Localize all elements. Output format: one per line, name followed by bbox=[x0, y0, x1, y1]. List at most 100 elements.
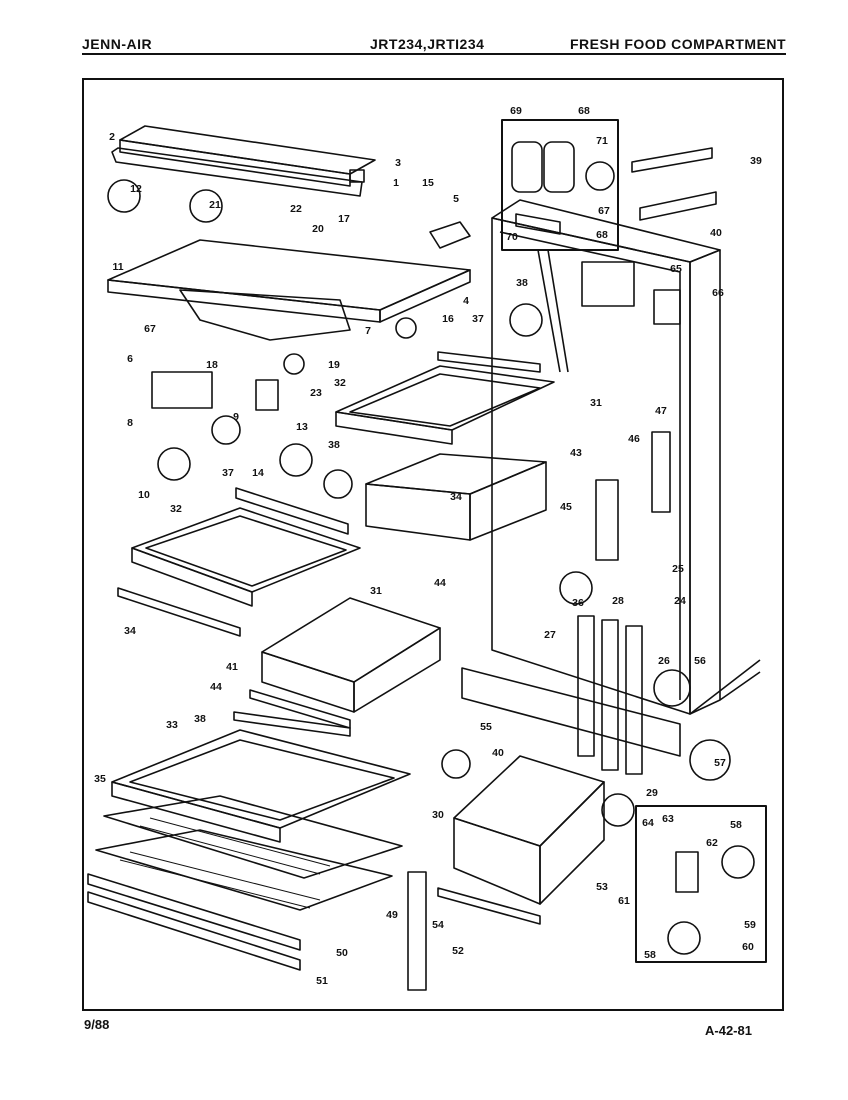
callout-16: 16 bbox=[442, 313, 454, 325]
callout-53: 53 bbox=[596, 881, 608, 893]
callout-7: 7 bbox=[365, 325, 371, 337]
callout-39: 39 bbox=[750, 155, 762, 167]
callout-44a: 44 bbox=[434, 577, 446, 589]
callout-29: 29 bbox=[646, 787, 658, 799]
callout-4: 4 bbox=[463, 295, 469, 307]
diagram-frame bbox=[82, 78, 784, 1011]
callout-25: 25 bbox=[672, 563, 684, 575]
callout-9: 9 bbox=[233, 411, 239, 423]
callout-40b: 40 bbox=[492, 747, 504, 759]
callout-70: 70 bbox=[506, 231, 518, 243]
callout-3: 3 bbox=[395, 157, 401, 169]
callout-40a: 40 bbox=[710, 227, 722, 239]
callout-34b: 34 bbox=[124, 625, 136, 637]
callout-63: 63 bbox=[662, 813, 674, 825]
callout-38c: 38 bbox=[194, 713, 206, 725]
control-housing bbox=[107, 239, 471, 341]
section-title: FRESH FOOD COMPARTMENT bbox=[570, 36, 787, 52]
callout-71: 71 bbox=[596, 135, 608, 147]
callout-31a: 31 bbox=[590, 397, 602, 409]
callout-68b: 68 bbox=[596, 229, 608, 241]
callout-12: 12 bbox=[130, 183, 142, 195]
callout-22: 22 bbox=[290, 203, 302, 215]
base-grille bbox=[461, 667, 681, 757]
callout-68a: 68 bbox=[578, 105, 590, 117]
callout-52: 52 bbox=[452, 945, 464, 957]
callout-38b: 38 bbox=[516, 277, 528, 289]
callout-18: 18 bbox=[206, 359, 218, 371]
callout-31b: 31 bbox=[370, 585, 382, 597]
callout-46: 46 bbox=[628, 433, 640, 445]
callout-41: 41 bbox=[226, 661, 238, 673]
callout-50: 50 bbox=[336, 947, 348, 959]
callout-65: 65 bbox=[670, 263, 682, 275]
callout-69: 69 bbox=[510, 105, 522, 117]
callout-57: 57 bbox=[714, 757, 726, 769]
callout-45: 45 bbox=[560, 501, 572, 513]
callout-5: 5 bbox=[453, 193, 459, 205]
callout-64: 64 bbox=[642, 817, 654, 829]
callout-59: 59 bbox=[744, 919, 756, 931]
upper-shelf bbox=[335, 351, 555, 445]
callout-21: 21 bbox=[209, 199, 221, 211]
callout-32a: 32 bbox=[334, 377, 346, 389]
callout-26: 26 bbox=[658, 655, 670, 667]
bracket-detail bbox=[511, 141, 615, 235]
callout-35: 35 bbox=[94, 773, 106, 785]
callout-60: 60 bbox=[742, 941, 754, 953]
callout-62: 62 bbox=[706, 837, 718, 849]
callout-28: 28 bbox=[612, 595, 624, 607]
callout-13: 13 bbox=[296, 421, 308, 433]
callout-32b: 32 bbox=[170, 503, 182, 515]
shelf-rail-right bbox=[625, 625, 643, 775]
callout-44b: 44 bbox=[210, 681, 222, 693]
callout-2: 2 bbox=[109, 131, 115, 143]
callout-30: 30 bbox=[432, 809, 444, 821]
callout-49: 49 bbox=[386, 909, 398, 921]
callout-8: 8 bbox=[127, 417, 133, 429]
callout-23: 23 bbox=[310, 387, 322, 399]
callout-38a: 38 bbox=[328, 439, 340, 451]
callout-17: 17 bbox=[338, 213, 350, 225]
callout-51: 51 bbox=[316, 975, 328, 987]
hinge-detail-box bbox=[635, 805, 767, 963]
callout-47: 47 bbox=[655, 405, 667, 417]
callout-58b: 58 bbox=[644, 949, 656, 961]
adjustment-rod bbox=[407, 871, 427, 991]
callout-54: 54 bbox=[432, 919, 444, 931]
header-rule bbox=[82, 53, 786, 55]
callout-14: 14 bbox=[252, 467, 264, 479]
meat-pan bbox=[365, 453, 547, 541]
callout-37b: 37 bbox=[222, 467, 234, 479]
callout-11: 11 bbox=[112, 261, 123, 273]
shelf-rail-mid bbox=[601, 619, 619, 771]
crisper-pan-lower bbox=[437, 755, 605, 925]
callout-37a: 37 bbox=[472, 313, 484, 325]
model-number: JRT234,JRTI234 bbox=[370, 36, 485, 52]
brand-label: JENN-AIR bbox=[82, 36, 153, 52]
grille-lines bbox=[119, 817, 331, 909]
callout-15: 15 bbox=[422, 177, 434, 189]
middle-shelf bbox=[117, 487, 361, 637]
callout-24: 24 bbox=[674, 595, 686, 607]
crisper-pan-upper bbox=[249, 597, 441, 729]
callout-19: 19 bbox=[328, 359, 340, 371]
callout-36: 36 bbox=[572, 597, 584, 609]
callout-55: 55 bbox=[480, 721, 492, 733]
callout-66: 66 bbox=[712, 287, 724, 299]
callout-10: 10 bbox=[138, 489, 150, 501]
callout-61: 61 bbox=[618, 895, 630, 907]
lower-shelf bbox=[87, 711, 411, 971]
cabinet-liner bbox=[491, 199, 761, 715]
callout-58a: 58 bbox=[730, 819, 742, 831]
callout-43: 43 bbox=[570, 447, 582, 459]
callout-67a: 67 bbox=[144, 323, 156, 335]
callout-67b: 67 bbox=[598, 205, 610, 217]
callout-33: 33 bbox=[166, 719, 178, 731]
callout-1: 1 bbox=[393, 177, 399, 189]
callout-6: 6 bbox=[127, 353, 133, 365]
callout-27: 27 bbox=[544, 629, 556, 641]
page-code: A-42-81 bbox=[705, 1023, 752, 1038]
revision-date: 9/88 bbox=[84, 1017, 110, 1032]
